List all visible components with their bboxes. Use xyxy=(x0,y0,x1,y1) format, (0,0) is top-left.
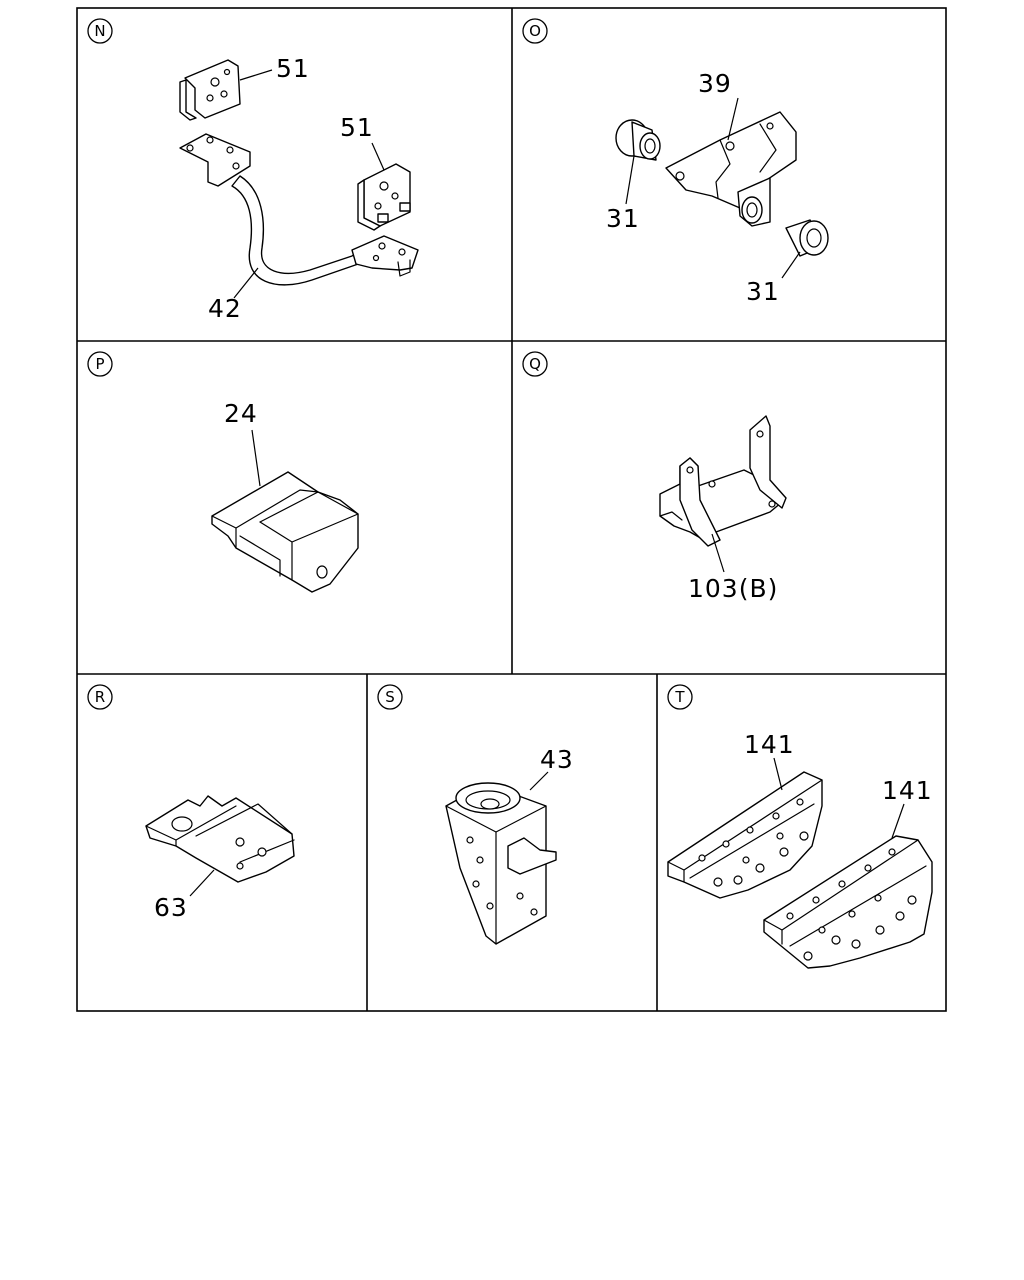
support-43-drawing xyxy=(445,782,557,945)
callout-51-upper: 51 xyxy=(276,54,310,83)
panel-p: P 24 xyxy=(87,351,359,593)
bushing-31-left-drawing xyxy=(615,119,661,161)
bracket-141-right-drawing xyxy=(763,835,933,969)
panel-n: N 51 51 xyxy=(87,18,419,323)
panel-q-letter: Q xyxy=(529,355,541,373)
callout-63: 63 xyxy=(154,893,188,922)
panel-r-marker: R xyxy=(87,684,113,710)
panel-n-marker: N xyxy=(87,18,113,44)
callout-31-left: 31 xyxy=(606,204,640,233)
panel-s-letter: S xyxy=(385,688,395,706)
callout-141-left: 141 xyxy=(744,730,795,759)
member-24-drawing xyxy=(211,471,359,593)
panel-q: Q 103(B) xyxy=(522,351,787,603)
callout-31-right: 31 xyxy=(746,277,780,306)
bushing-31-right-drawing xyxy=(741,196,829,257)
callout-141-right: 141 xyxy=(882,776,933,805)
callout-42: 42 xyxy=(208,294,242,323)
panel-t: T 141 xyxy=(667,684,933,969)
panel-p-letter: P xyxy=(95,355,104,373)
callout-103b: 103(B) xyxy=(688,574,778,603)
callout-43: 43 xyxy=(540,745,574,774)
panel-s-marker: S xyxy=(377,684,403,710)
callout-51-right: 51 xyxy=(340,113,374,142)
panel-o: O 39 31 31 xyxy=(522,18,829,306)
panel-r-letter: R xyxy=(95,688,105,706)
panel-t-marker: T xyxy=(667,684,693,710)
callout-24: 24 xyxy=(224,399,258,428)
bracket-63-drawing xyxy=(145,795,295,883)
bracket-51-upper-drawing xyxy=(179,59,241,121)
panel-o-letter: O xyxy=(529,22,541,40)
panel-grid xyxy=(76,7,947,1012)
stay-42-drawing xyxy=(179,133,419,286)
bracket-51-right-drawing xyxy=(357,163,411,231)
panel-s: S 43 xyxy=(377,684,574,945)
panel-q-marker: Q xyxy=(522,351,548,377)
bracket-141-left-drawing xyxy=(667,771,823,899)
callout-39: 39 xyxy=(698,69,732,98)
bracket-103b-drawing xyxy=(659,415,787,547)
panel-r: R 63 xyxy=(87,684,295,922)
panel-p-marker: P xyxy=(87,351,113,377)
panel-t-letter: T xyxy=(674,688,685,706)
panel-o-marker: O xyxy=(522,18,548,44)
panel-n-letter: N xyxy=(94,22,105,40)
